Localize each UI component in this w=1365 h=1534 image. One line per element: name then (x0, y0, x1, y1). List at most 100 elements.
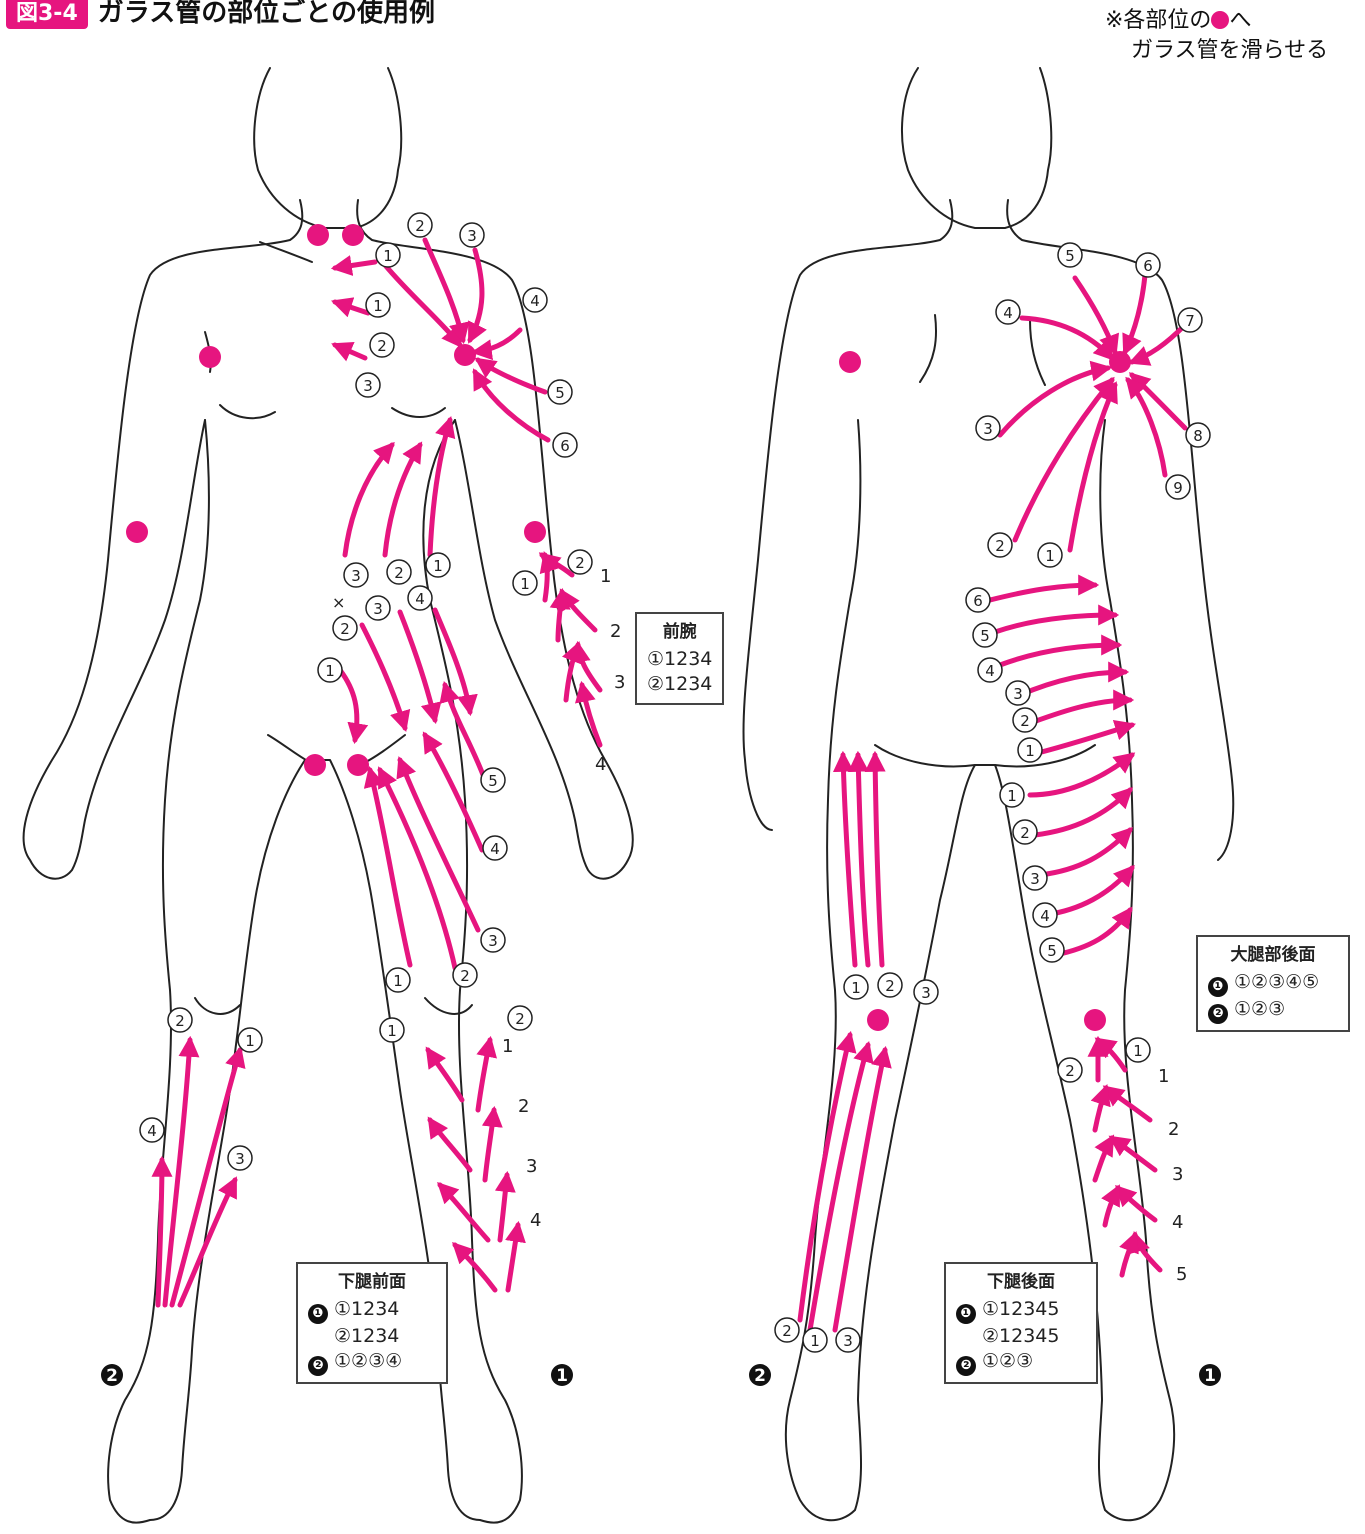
arrow (440, 1185, 488, 1240)
circled-number-text: 3 (235, 1150, 245, 1168)
arrow (1035, 790, 1130, 835)
circled-number-text: 2 (575, 554, 585, 572)
marker-1-front: 1 (556, 1366, 568, 1386)
circled-number-text: 4 (1040, 907, 1050, 925)
circled-number-text: 5 (980, 627, 990, 645)
legend-line: ①1234 (334, 1298, 399, 1320)
circled-number-text: 2 (1020, 824, 1030, 842)
arrow (545, 555, 547, 600)
mark-1-icon: ❶ (308, 1304, 328, 1324)
arrow (362, 625, 405, 728)
arrow (400, 612, 435, 720)
step-number: 2 (610, 621, 621, 642)
circled-number-text: 8 (1193, 427, 1203, 445)
circled-number-text: 9 (1173, 479, 1183, 497)
circled-number-text: 3 (983, 420, 993, 438)
arrow (1132, 325, 1185, 362)
arrow (562, 592, 595, 630)
arrow (158, 1160, 162, 1305)
target-dot (524, 521, 546, 543)
circled-number-text: 1 (1007, 787, 1017, 805)
arrow (1000, 368, 1108, 435)
arrow (335, 345, 365, 358)
circled-number-text: 1 (373, 297, 383, 315)
circled-number-text: 1 (851, 979, 861, 997)
arrow (1125, 275, 1145, 352)
legend-line: ①②③④ (334, 1350, 402, 1372)
circled-number-text: 1 (245, 1032, 255, 1050)
arrow (385, 265, 460, 345)
circled-number-text: 3 (363, 377, 373, 395)
arrow (428, 1050, 462, 1100)
marker-2-back: 2 (754, 1366, 766, 1386)
arrow (1030, 725, 1132, 755)
circled-number-text: 2 (175, 1012, 185, 1030)
cross-mark: × (332, 593, 345, 612)
arrow (430, 420, 450, 555)
legend-line: ①12345 (982, 1298, 1059, 1320)
arrow (500, 1175, 507, 1240)
legend-line: ①②③ (1234, 998, 1285, 1020)
target-dot (307, 224, 329, 246)
step-number: 3 (614, 672, 625, 693)
arrow (995, 615, 1115, 632)
arrow (1128, 380, 1165, 475)
circled-number-text: 4 (1003, 304, 1013, 322)
circled-number-text: 1 (810, 1332, 820, 1350)
circled-number-text: 2 (515, 1010, 525, 1028)
circled-number-text: 1 (520, 575, 530, 593)
circled-number-text: 6 (973, 592, 983, 610)
mark-2-icon: ❷ (956, 1356, 976, 1376)
arrow (335, 302, 368, 313)
target-dot (199, 346, 221, 368)
arrow (1095, 1088, 1106, 1130)
arrow (172, 1050, 240, 1305)
arrow (485, 1110, 494, 1180)
step-number: 4 (1172, 1212, 1183, 1233)
arrow (478, 1040, 490, 1110)
arrow (1105, 1188, 1118, 1225)
circled-number-text: 6 (1143, 257, 1153, 275)
figure-title: ガラス管の部位ごとの使用例 (98, 0, 435, 29)
target-dot (839, 351, 861, 373)
circled-number-text: 3 (373, 600, 383, 618)
arrow (340, 670, 357, 740)
arrow (508, 1225, 518, 1290)
arrow (1112, 1138, 1155, 1170)
circled-number-text: 5 (555, 384, 565, 402)
circled-number-text: 5 (488, 772, 498, 790)
target-dot (126, 521, 148, 543)
step-number: 1 (1158, 1066, 1169, 1087)
arrow (385, 445, 420, 555)
circled-number-text: 3 (467, 227, 477, 245)
step-number: 4 (595, 754, 606, 775)
legend-title: 大腿部後面 (1208, 943, 1338, 968)
arrow (1122, 1235, 1135, 1275)
target-dot (1084, 1009, 1106, 1031)
front-stroke-arrows (158, 240, 600, 1305)
circled-number-text: 3 (351, 567, 361, 585)
circled-number-text: 4 (530, 292, 540, 310)
arrow (1022, 318, 1112, 358)
arrow (470, 250, 482, 340)
arrow (475, 330, 520, 352)
circled-number-text: 3 (1030, 870, 1040, 888)
arrow (1055, 910, 1130, 955)
circled-number-text: 2 (340, 620, 350, 638)
legend-line: ②1234 (308, 1324, 436, 1349)
circled-number-text: 3 (843, 1332, 853, 1350)
arrow (858, 755, 868, 965)
circled-number-text: 3 (488, 932, 498, 950)
arrow (1045, 868, 1132, 915)
mark-1-icon: ❶ (956, 1304, 976, 1324)
legend-line: ②1234 (647, 672, 712, 697)
legend-thigh-back: 大腿部後面 ❶①②③④⑤ ❷①②③ (1196, 935, 1350, 1032)
legend-line: ①②③ (982, 1350, 1033, 1372)
legend-lower-leg-front: 下腿前面 ❶①1234 ②1234 ❷①②③④ (296, 1262, 448, 1384)
arrow (1118, 1188, 1155, 1220)
arrow (1098, 1040, 1125, 1070)
step-number: 5 (1176, 1264, 1187, 1285)
mark-2-icon: ❷ (1208, 1004, 1228, 1024)
